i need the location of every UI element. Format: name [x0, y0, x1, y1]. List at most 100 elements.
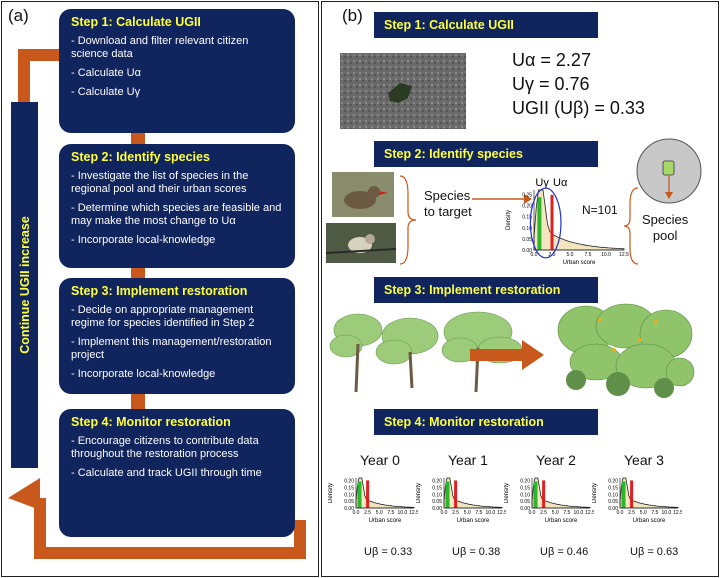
year-0-label: Year 0: [360, 452, 400, 468]
y-tick-label: 0.20: [522, 204, 532, 210]
y-axis-label: Density: [504, 483, 510, 503]
b-step-2-header: Step 2: Identify species: [374, 141, 598, 167]
step-1-bullet: - Download and filter relevant citizen s…: [71, 35, 249, 60]
step-3-bullet: - Incorporate local-knowledge: [71, 368, 216, 380]
step-4-title: Step 4: Monitor restoration: [71, 415, 231, 429]
year-1-ubeta: Uβ = 0.38: [452, 546, 501, 558]
step-4-bullet: - Calculate and track UGII through time: [71, 467, 262, 479]
metric-ugii: UGII (Uβ) = 0.33: [512, 98, 645, 118]
step-3-bullet: - Decide on appropriate management regim…: [71, 304, 255, 329]
x-tick-label: 5.0: [567, 252, 574, 258]
step-1-title: Step 1: Calculate UGII: [71, 15, 201, 29]
y-tick-label: 0.05: [522, 237, 532, 243]
b-step-1-header: Step 1: Calculate UGII: [374, 12, 598, 38]
species-pool-icon: [636, 138, 702, 204]
x-tick-label: 10.0: [574, 510, 584, 516]
step-3-bullet: - Implement this management/restoration …: [71, 336, 272, 361]
density-area: [443, 477, 503, 509]
u-alpha-line: [542, 480, 546, 508]
x-axis-label: Urban score: [369, 518, 402, 524]
bird-photo-1: [332, 172, 394, 217]
target-arrow: [472, 194, 532, 204]
x-tick-label: 10.0: [662, 510, 672, 516]
x-tick-label: 5.0: [552, 510, 559, 516]
year-3-label: Year 3: [624, 452, 664, 468]
step-4-box: Step 4: Monitor restoration - Encourage …: [59, 409, 295, 537]
x-tick-label: 12.5: [619, 252, 629, 258]
step-4-bullet: - Encourage citizens to contribute data …: [71, 435, 259, 460]
y-tick-label: 0.10: [344, 492, 354, 498]
step-2-box: Step 2: Identify species - Investigate t…: [59, 144, 295, 268]
step-2-bullet: - Incorporate local-knowledge: [71, 234, 216, 246]
y-axis-label: Density: [328, 483, 334, 503]
species-pool-label: Species pool: [642, 212, 689, 243]
year-2-ubeta: Uβ = 0.46: [540, 546, 589, 558]
y-axis-label: Density: [592, 483, 598, 503]
highlight-ellipse: [529, 187, 562, 259]
u-gamma-line: [621, 481, 626, 508]
x-tick-label: 12.5: [409, 510, 418, 516]
u-alpha-line: [550, 194, 554, 250]
x-tick-label: 7.5: [563, 510, 570, 516]
u-gamma-line: [533, 481, 538, 508]
density-area: [355, 477, 415, 509]
step-2-bullet: - Determine which species are feasible a…: [71, 202, 282, 227]
y-tick-label: 0.00: [432, 506, 442, 512]
y-tick-label: 0.20: [344, 479, 354, 485]
x-axis-label: Urban score: [457, 518, 490, 524]
u-gamma-label: Uγ: [535, 177, 549, 189]
x-tick-label: 0.0: [529, 510, 536, 516]
x-tick-label: 10.0: [398, 510, 408, 516]
panel-a: [1, 1, 319, 577]
bird-photo-2: [326, 223, 396, 263]
density-area: [533, 189, 625, 251]
y-tick-label: 0.20: [608, 479, 618, 485]
n-label: N=101: [582, 203, 618, 217]
x-axis-label: Urban score: [633, 518, 666, 524]
x-tick-label: 2.5: [540, 510, 547, 516]
x-tick-label: 7.5: [651, 510, 658, 516]
x-tick-label: 0.0: [617, 510, 624, 516]
x-tick-label: 5.0: [464, 510, 471, 516]
density-area: [619, 477, 679, 509]
x-tick-label: 2.5: [628, 510, 635, 516]
brace-right: [623, 187, 639, 265]
x-tick-label: 12.5: [497, 510, 506, 516]
step-3-title: Step 3: Implement restoration: [71, 284, 248, 298]
brace-left: [399, 175, 417, 265]
satellite-map-image: [340, 53, 466, 129]
side-label: Continue UGII increase: [17, 216, 32, 354]
y-tick-label: 0.15: [432, 486, 442, 492]
u-gamma-line: [445, 481, 450, 508]
loop-arrows: [8, 49, 306, 559]
y-tick-label: 0.05: [520, 499, 530, 505]
y-tick-label: 0.00: [608, 506, 618, 512]
u-alpha-line: [630, 480, 634, 508]
x-tick-label: 2.5: [364, 510, 371, 516]
metric-u-alpha: Uα = 2.27: [512, 50, 591, 70]
y-axis-label: Density: [506, 210, 512, 230]
continue-ugii-bar: Continue UGII increase: [11, 102, 38, 468]
x-tick-label: 0.0: [353, 510, 360, 516]
y-tick-label: 0.15: [344, 486, 354, 492]
metric-u-gamma: Uγ = 0.76: [512, 74, 590, 94]
x-tick-label: 7.5: [585, 252, 592, 258]
x-tick-label: 7.5: [387, 510, 394, 516]
y-tick-label: 0.00: [344, 506, 354, 512]
y-tick-label: 0.15: [522, 215, 532, 221]
u-gamma-line: [357, 481, 362, 508]
y-tick-label: 0.00: [522, 248, 532, 254]
trees-after-image: [557, 303, 695, 398]
x-tick-label: 0.0: [531, 252, 538, 258]
panel-b: [321, 1, 719, 577]
y-tick-label: 0.05: [432, 499, 442, 505]
step-1-bullet: - Calculate Uα: [71, 67, 141, 79]
y-tick-label: 0.15: [608, 486, 618, 492]
y-tick-label: 0.10: [608, 492, 618, 498]
y-tick-label: 0.25: [522, 192, 532, 198]
